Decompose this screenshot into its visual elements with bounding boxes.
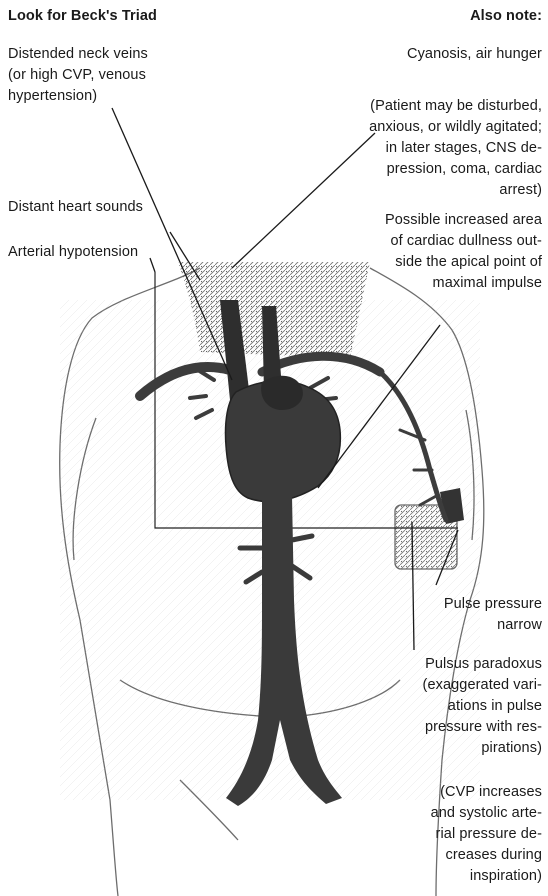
right-header: Also note:: [470, 6, 542, 27]
label-pulse-pressure: Pulse pressure narrow: [444, 594, 542, 636]
label-patient-state: (Patient may be disturbed, anxious, or w…: [369, 96, 542, 201]
label-neck-veins: Distended neck veins (or high CVP, venou…: [8, 44, 148, 107]
label-hypotension: Arterial hypotension: [8, 242, 138, 263]
label-pulsus-paradoxus: Pulsus paradoxus (exaggerated vari- atio…: [423, 654, 542, 759]
left-header: Look for Beck's Triad: [8, 6, 157, 27]
label-cvp-note: (CVP increases and systolic arte- rial p…: [431, 782, 542, 887]
label-cyanosis: Cyanosis, air hunger: [407, 44, 542, 65]
label-heart-sounds: Distant heart sounds: [8, 197, 143, 218]
label-dullness: Possible increased area of cardiac dulln…: [385, 210, 542, 294]
